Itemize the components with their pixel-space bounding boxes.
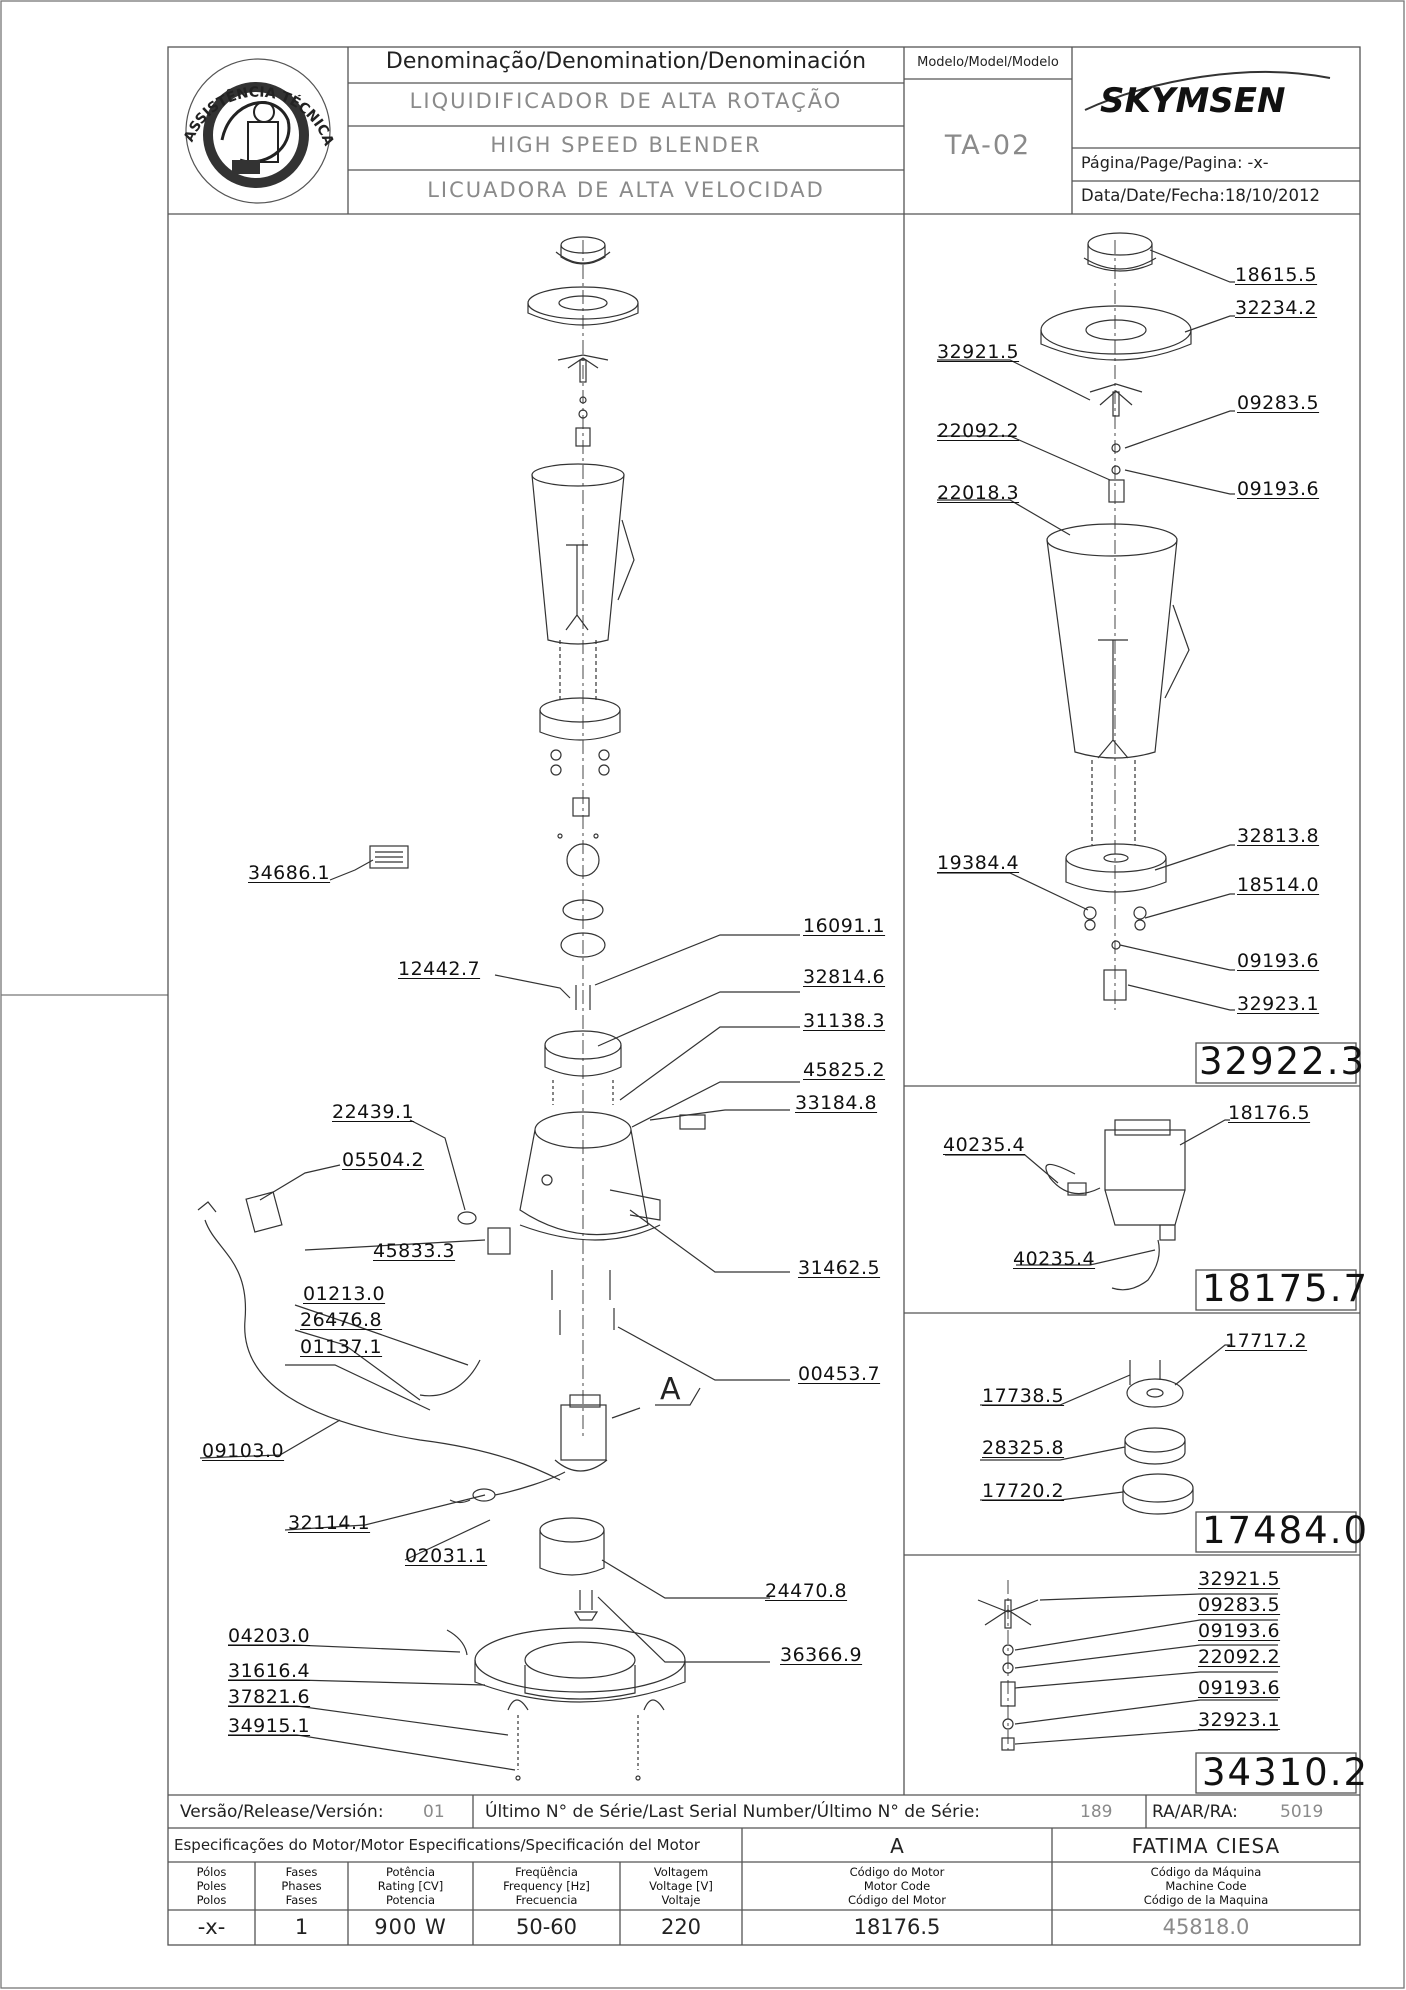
part-label: 18615.5	[1235, 264, 1318, 286]
detail-letter: A	[890, 1834, 904, 1858]
ra-label: RA/AR/RA:	[1152, 1802, 1238, 1822]
part-label: 32813.8	[1237, 825, 1320, 847]
part-label: 17717.2	[1225, 1330, 1308, 1352]
value-voltage: 220	[660, 1915, 702, 1939]
part-label: 45825.2	[803, 1059, 886, 1081]
coupling-view	[980, 1344, 1230, 1515]
part-label: 09193.6	[1237, 950, 1320, 972]
serial-value: 189	[1080, 1802, 1113, 1822]
motor-assembly-code: 18175.7	[1202, 1267, 1370, 1310]
value-poles: -x-	[197, 1915, 226, 1939]
part-label: 26476.8	[300, 1309, 383, 1331]
customer-name: FATIMA CIESA	[1131, 1834, 1281, 1858]
header-rating: Potência Rating [CV] Potencia	[377, 1865, 444, 1907]
drawing-date: Data/Date/Fecha:18/10/2012	[1081, 186, 1320, 205]
part-label: 32921.5	[937, 341, 1020, 363]
part-label: 24470.8	[765, 1580, 848, 1602]
value-motor-code: 18176.5	[853, 1915, 941, 1939]
part-label: 37821.6	[228, 1686, 311, 1708]
part-label: 09283.5	[1237, 392, 1320, 414]
part-label: 32923.1	[1237, 993, 1320, 1015]
motor-view	[945, 1119, 1230, 1291]
main-exploded-view	[197, 236, 800, 1781]
part-label: 17720.2	[982, 1480, 1065, 1502]
part-label: 18514.0	[1237, 874, 1320, 896]
blade-assembly-code: 34310.2	[1202, 1751, 1370, 1794]
cup-assembly-code: 32922.3	[1199, 1040, 1367, 1083]
part-label: 05504.2	[342, 1149, 425, 1171]
part-label: 22018.3	[937, 482, 1020, 504]
value-frequency: 50-60	[515, 1915, 578, 1939]
part-label: 04203.0	[228, 1625, 311, 1647]
header-motor-code: Código do Motor Motor Code Código del Mo…	[847, 1865, 946, 1907]
part-label: 40235.4	[1013, 1248, 1096, 1270]
part-label: 01213.0	[303, 1283, 386, 1305]
part-label: 32923.1	[1198, 1709, 1281, 1731]
value-phases: 1	[294, 1915, 309, 1939]
header-voltage: Voltagem Voltage [V] Voltaje	[649, 1865, 713, 1907]
part-label: 32921.5	[1198, 1568, 1281, 1590]
part-label: 32234.2	[1235, 297, 1318, 319]
spec-title: Especificações do Motor/Motor Especifica…	[174, 1836, 700, 1854]
blade-view	[977, 1580, 1278, 1751]
header-poles: Pólos Poles Polos	[196, 1865, 227, 1907]
skymsen-logo: SKYMSEN	[1084, 71, 1331, 121]
part-label: 18176.5	[1228, 1102, 1311, 1124]
version-value: 01	[423, 1802, 445, 1822]
brand-wordmark: SKYMSEN	[1100, 81, 1285, 121]
part-label: 16091.1	[803, 915, 886, 937]
serial-label: Último N° de Série/Last Serial Number/Úl…	[485, 1802, 981, 1822]
part-label: 31616.4	[228, 1660, 311, 1682]
model-value: TA-02	[944, 130, 1032, 161]
part-label: 32814.6	[803, 966, 886, 988]
part-label: 17738.5	[982, 1385, 1065, 1407]
part-label: 34915.1	[228, 1715, 311, 1737]
page-number: Página/Page/Pagina: -x-	[1081, 153, 1269, 172]
part-label: 31138.3	[803, 1010, 886, 1032]
name-es: LICUADORA DE ALTA VELOCIDAD	[427, 178, 825, 202]
part-label: 09193.6	[1198, 1677, 1281, 1699]
part-label: 19384.4	[937, 852, 1020, 874]
model-label: Modelo/Model/Modelo	[917, 55, 1059, 70]
header-machine-code: Código da Máquina Machine Code Código de…	[1143, 1865, 1269, 1907]
part-label: 09193.6	[1198, 1620, 1281, 1642]
part-label: 22092.2	[1198, 1646, 1281, 1668]
coupling-assembly-code: 17484.0	[1202, 1509, 1370, 1552]
part-label: 22092.2	[937, 420, 1020, 442]
part-label: 32114.1	[288, 1512, 371, 1534]
name-pt: LIQUIDIFICADOR DE ALTA ROTAÇÃO	[409, 89, 843, 113]
assistance-seal-logo: ASSISTÊNCIA TÉCNICA AUTORIZADA	[0, 0, 338, 204]
part-label: 33184.8	[795, 1092, 878, 1114]
part-label: 36366.9	[780, 1644, 863, 1666]
version-label: Versão/Release/Versión:	[180, 1802, 384, 1822]
denomination-label: Denominação/Denomination/Denominación	[385, 49, 867, 74]
part-label: 01137.1	[300, 1336, 383, 1358]
detail-a-marker: A	[660, 1372, 681, 1407]
part-label: 31462.5	[798, 1257, 881, 1279]
value-rating: 900 W	[374, 1915, 447, 1939]
ra-value: 5019	[1280, 1802, 1324, 1822]
part-label: 28325.8	[982, 1437, 1065, 1459]
name-en: HIGH SPEED BLENDER	[490, 133, 762, 157]
svg-text:ASSISTÊNCIA TÉCNICA AUTORIZADA: ASSISTÊNCIA TÉCNICA AUTORIZADA	[0, 0, 338, 152]
part-label: 09193.6	[1237, 478, 1320, 500]
part-label: 40235.4	[943, 1134, 1026, 1156]
part-label: 09103.0	[202, 1440, 285, 1462]
value-machine-code: 45818.0	[1162, 1915, 1250, 1939]
header-phases: Fases Phases Fases	[281, 1865, 322, 1907]
part-label: 02031.1	[405, 1545, 488, 1567]
header-frequency: Freqüência Frequency [Hz] Frecuencia	[503, 1865, 590, 1907]
part-label: 34686.1	[248, 862, 331, 884]
part-label: 09283.5	[1198, 1594, 1281, 1616]
part-label: 00453.7	[798, 1363, 881, 1385]
part-label: 12442.7	[398, 958, 481, 980]
part-label: 22439.1	[332, 1101, 415, 1123]
part-label: 45833.3	[373, 1240, 456, 1262]
cup-exploded-view	[937, 232, 1235, 1011]
